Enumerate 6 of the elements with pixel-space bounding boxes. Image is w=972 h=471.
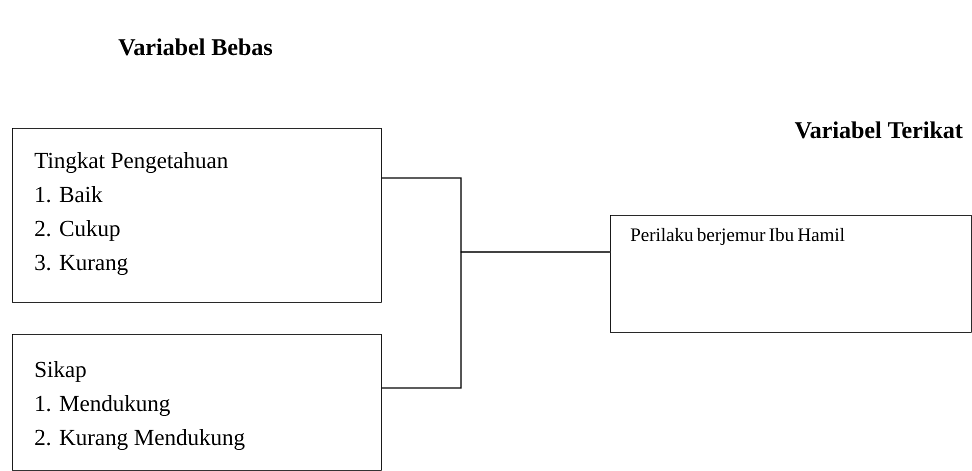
text-box: Sikap 1. Mendukung 2. Kurang Mendukung: [12, 334, 382, 471]
text-box: Perilaku berjemur Ibu Hamil: [610, 215, 972, 333]
connector-line: [382, 251, 610, 389]
heading: Variabel Bebas: [118, 38, 272, 56]
text-box: Tingkat Pengetahuan 1. Baik 2. Cukup 3. Kurang: [12, 128, 382, 303]
heading: Variabel Terikat: [794, 121, 963, 138]
